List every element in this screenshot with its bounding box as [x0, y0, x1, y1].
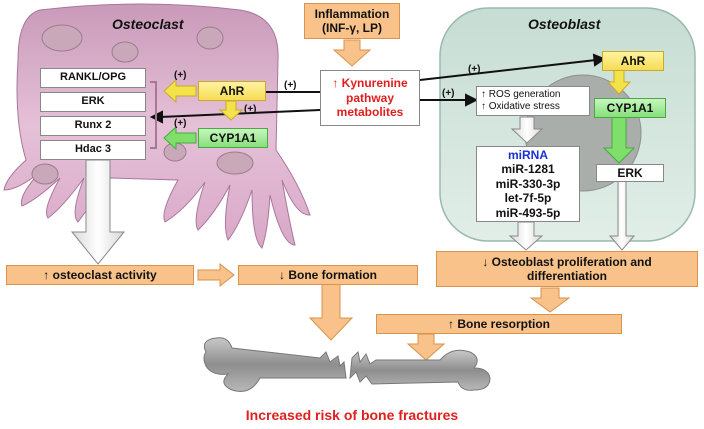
kynurenine-line1: ↑ Kynurenine	[332, 76, 408, 91]
osteoclast-activity-box: ↑ osteoclast activity	[6, 265, 194, 285]
osteoclast-nucleus	[216, 151, 254, 175]
kynurenine-box: ↑ Kynurenine pathway metabolites	[320, 70, 420, 126]
list-bracket	[150, 81, 157, 149]
runx2-item: Runx 2	[40, 116, 146, 136]
bone-right-fragment	[349, 349, 491, 391]
ros-line2: ↑ Oxidative stress	[481, 101, 560, 112]
osteoclast-title: Osteoclast	[112, 16, 184, 32]
osteoclast-cyp1a1-box: CYP1A1	[198, 128, 268, 148]
inflammation-causes: (INF-γ, LP)	[322, 21, 382, 35]
mirna-to-prolif-arrow	[508, 221, 544, 251]
erk-to-prolif-arrow	[608, 177, 636, 251]
osteoclast-nucleus	[111, 41, 139, 63]
plus-label: (+)	[284, 80, 297, 91]
osteoblast-ahr-box: AhR	[602, 51, 664, 71]
ob-cyp-to-erk-arrow	[602, 116, 636, 164]
rankl-opg-item: RANKL/OPG	[40, 68, 146, 88]
osteoclast-ahr-box: AhR	[198, 81, 266, 101]
inflammation-box: Inflammation (INF-γ, LP)	[304, 3, 400, 39]
mirna-item: miR-330-3p	[495, 176, 561, 191]
cyp-to-list-arrow	[163, 125, 197, 151]
erk-item: ERK	[40, 92, 146, 112]
ob-ahr-to-cyp-arrow	[606, 69, 632, 95]
ros-line1: ↑ ROS generation	[481, 89, 561, 100]
ahr-to-list-arrow	[163, 78, 197, 104]
plus-label: (+)	[244, 104, 257, 115]
mirna-item: miR-493-5p	[495, 205, 561, 220]
mirna-title: miRNA	[507, 148, 548, 163]
hdac3-item: Hdac 3	[40, 140, 146, 160]
fracture-risk-label: Increased risk of bone fractures	[245, 407, 459, 423]
mirna-item: miR-1281	[501, 162, 555, 177]
plus-label: (+)	[174, 70, 187, 81]
mirna-box: miRNA miR-1281 miR-330-3p let-7f-5p miR-…	[476, 146, 580, 222]
inflammation-arrow	[332, 39, 372, 67]
ahr-to-cyp-arrow	[218, 100, 244, 121]
plus-label: (+)	[442, 88, 455, 99]
resorption-down-arrow	[406, 333, 446, 361]
osteoclast-nucleus	[41, 24, 83, 52]
prolif-down-arrow	[529, 287, 571, 313]
osteoclast-nucleus	[31, 163, 59, 185]
osteoblast-prolif-line2: differentiation	[527, 269, 607, 283]
bone-resorption-box: ↑ Bone resorption	[376, 314, 622, 334]
bone-formation-box: ↓ Bone formation	[238, 265, 418, 285]
osteoblast-prolif-line1: ↓ Osteoblast proliferation and	[482, 254, 652, 269]
activity-to-formation-arrow	[197, 262, 235, 288]
osteoblast-proliferation-box: ↓ Osteoblast proliferation and different…	[436, 251, 698, 287]
osteoclast-down-arrow	[70, 159, 126, 265]
osteoblast-erk-box: ERK	[596, 164, 664, 182]
plus-label: (+)	[468, 64, 481, 75]
osteoclast-nucleus	[196, 26, 224, 50]
bone-left-fragment	[203, 337, 347, 392]
inflammation-label: Inflammation	[314, 6, 390, 21]
osteoblast-cyp1a1-box: CYP1A1	[594, 98, 666, 118]
plus-label: (+)	[174, 118, 187, 129]
ros-box: ↑ ROS generation ↑ Oxidative stress	[476, 86, 590, 116]
formation-down-arrow	[308, 283, 354, 341]
mirna-item: let-7f-5p	[504, 191, 552, 206]
kynurenine-line3: metabolites	[336, 105, 404, 120]
osteoblast-title: Osteoblast	[528, 16, 601, 32]
ros-to-mirna-arrow	[510, 116, 544, 144]
kynurenine-line2: pathway	[345, 90, 394, 105]
